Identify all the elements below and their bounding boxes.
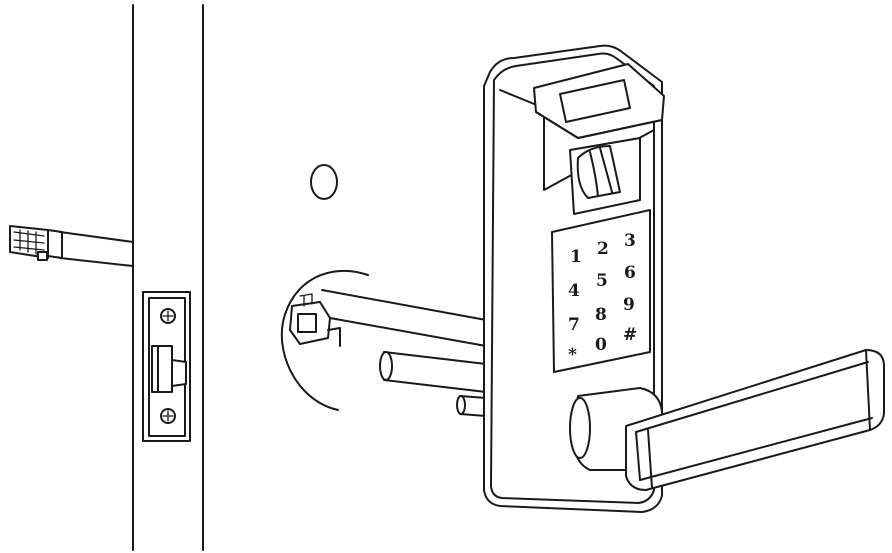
- keypad-keys: 1 2 3 4 5 6 7 8 9 * 0 #: [568, 231, 637, 365]
- key-1[interactable]: 1: [570, 247, 582, 267]
- spindle-rods: [321, 289, 487, 417]
- key-0[interactable]: 0: [595, 335, 607, 355]
- strike-plate: [142, 291, 191, 442]
- cable-connector: [9, 225, 134, 267]
- key-9[interactable]: 9: [623, 295, 635, 315]
- screw-icon: [160, 408, 176, 424]
- key-2[interactable]: 2: [597, 239, 609, 259]
- fingerprint-sensor: [569, 137, 641, 215]
- mechanism-cutaway: [280, 269, 369, 411]
- door-edge: [132, 4, 204, 551]
- key-hash[interactable]: #: [623, 325, 637, 345]
- key-5[interactable]: 5: [596, 271, 608, 291]
- door-hole: [310, 164, 338, 200]
- keypad: 1 2 3 4 5 6 7 8 9 * 0 #: [551, 209, 651, 373]
- key-4[interactable]: 4: [568, 281, 580, 301]
- key-7[interactable]: 7: [568, 315, 580, 335]
- latch-bolt: [151, 345, 187, 393]
- key-3[interactable]: 3: [624, 231, 636, 251]
- key-star[interactable]: *: [568, 345, 577, 365]
- display-screen: [533, 63, 665, 139]
- screw-icon: [160, 308, 176, 324]
- door-lever[interactable]: [569, 349, 885, 491]
- key-8[interactable]: 8: [595, 305, 607, 325]
- key-6[interactable]: 6: [624, 263, 636, 283]
